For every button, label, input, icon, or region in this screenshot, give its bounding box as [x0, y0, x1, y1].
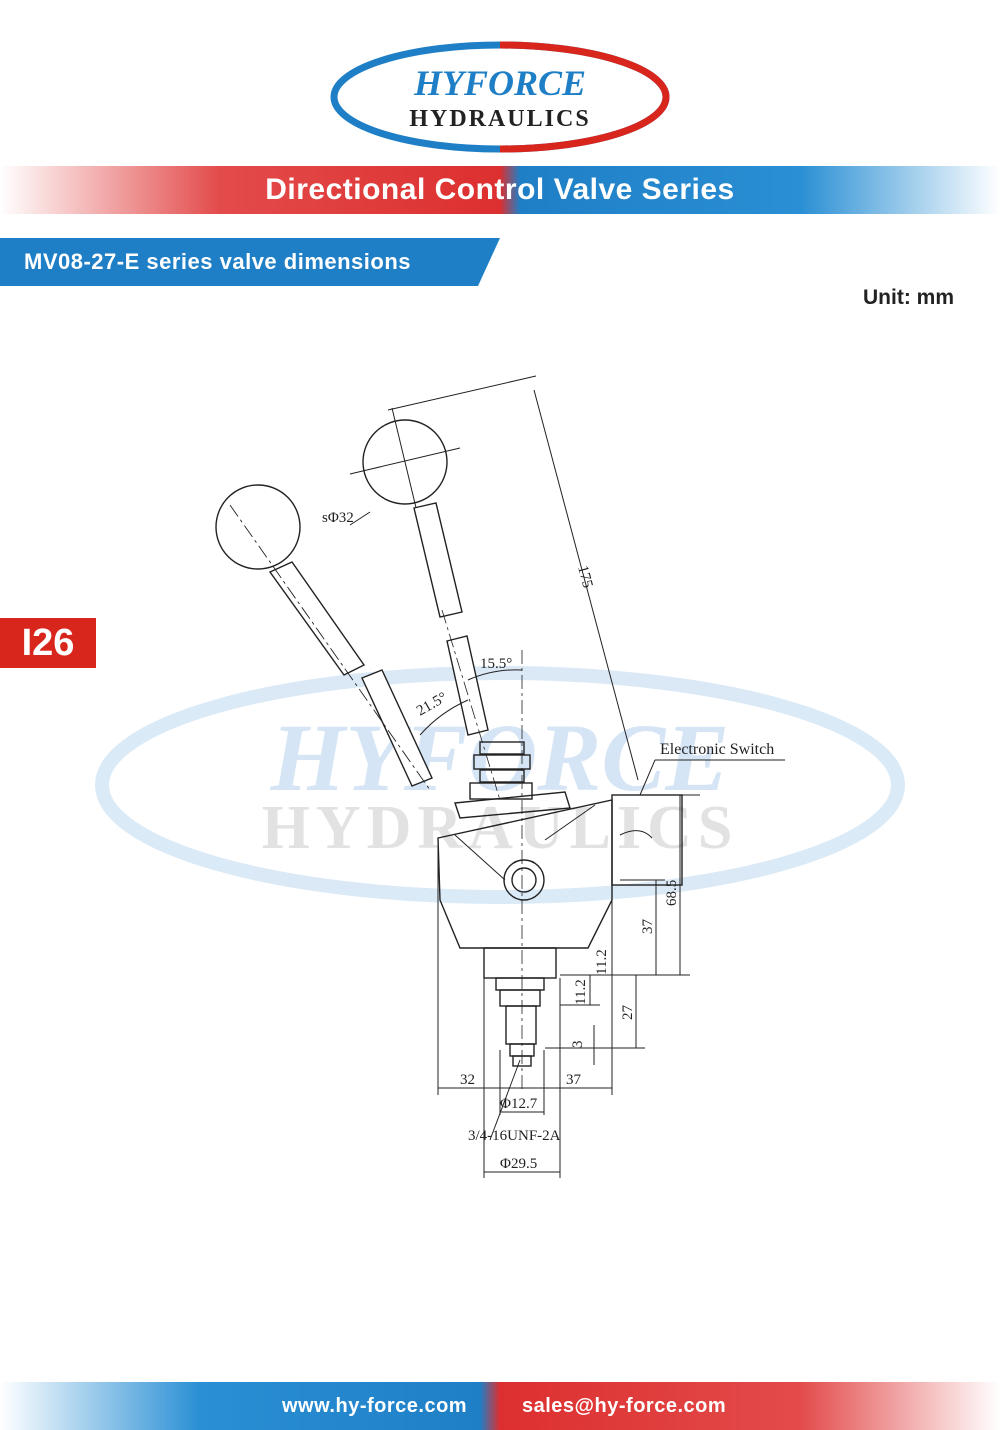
footer-bar	[0, 1382, 1000, 1430]
height-body-label: 37	[640, 919, 656, 935]
spool-diameter-label: Φ12.7	[500, 1096, 538, 1112]
valve-dimension-drawing: HYFORCE HYDRAULICS	[95, 375, 905, 1178]
width-left-label: 32	[460, 1072, 475, 1088]
thread-spec-label: 3/4-16UNF-2A	[468, 1128, 561, 1144]
section-tab	[0, 238, 500, 286]
length-dim-label: 175	[574, 564, 595, 590]
left-lever-ball	[215, 484, 301, 570]
series-banner	[0, 166, 1000, 214]
email-link[interactable]: sales@hy-force.com	[522, 1395, 727, 1417]
body-diameter-label: Φ29.5	[500, 1156, 537, 1172]
height-cartridge-label: 27	[620, 1005, 636, 1021]
watermark-text-line2: HYDRAULICS	[262, 794, 739, 862]
pivot-circle	[503, 859, 545, 901]
unit-label: Unit: mm	[863, 286, 954, 309]
hyforce-logo: HYFORCE HYDRAULICS	[330, 41, 670, 153]
angle-right-label: 15.5°	[480, 656, 512, 672]
logo-text-line2: HYDRAULICS	[409, 106, 590, 132]
height-thread-label: 11.2	[573, 979, 589, 1005]
height-tip-label: 3	[570, 1041, 586, 1049]
sphere-dim-label: sΦ32	[322, 510, 354, 526]
watermark-text-line1: HYFORCE	[270, 704, 730, 811]
page-number: I26	[21, 622, 75, 664]
watermark-logo: HYFORCE HYDRAULICS	[95, 666, 905, 904]
switch-label: Electronic Switch	[660, 741, 774, 758]
height-neck-label: 11.2	[594, 949, 610, 975]
right-lever-ball	[362, 419, 448, 505]
website-link[interactable]: www.hy-force.com	[282, 1395, 468, 1417]
width-right-label: 37	[566, 1072, 582, 1088]
page-badge	[0, 618, 96, 668]
height-total-label: 68.5	[664, 880, 680, 906]
section-title: MV08-27-E series valve dimensions	[24, 249, 412, 274]
logo-text-line1: HYFORCE	[413, 63, 586, 103]
banner-title: Directional Control Valve Series	[265, 173, 735, 206]
